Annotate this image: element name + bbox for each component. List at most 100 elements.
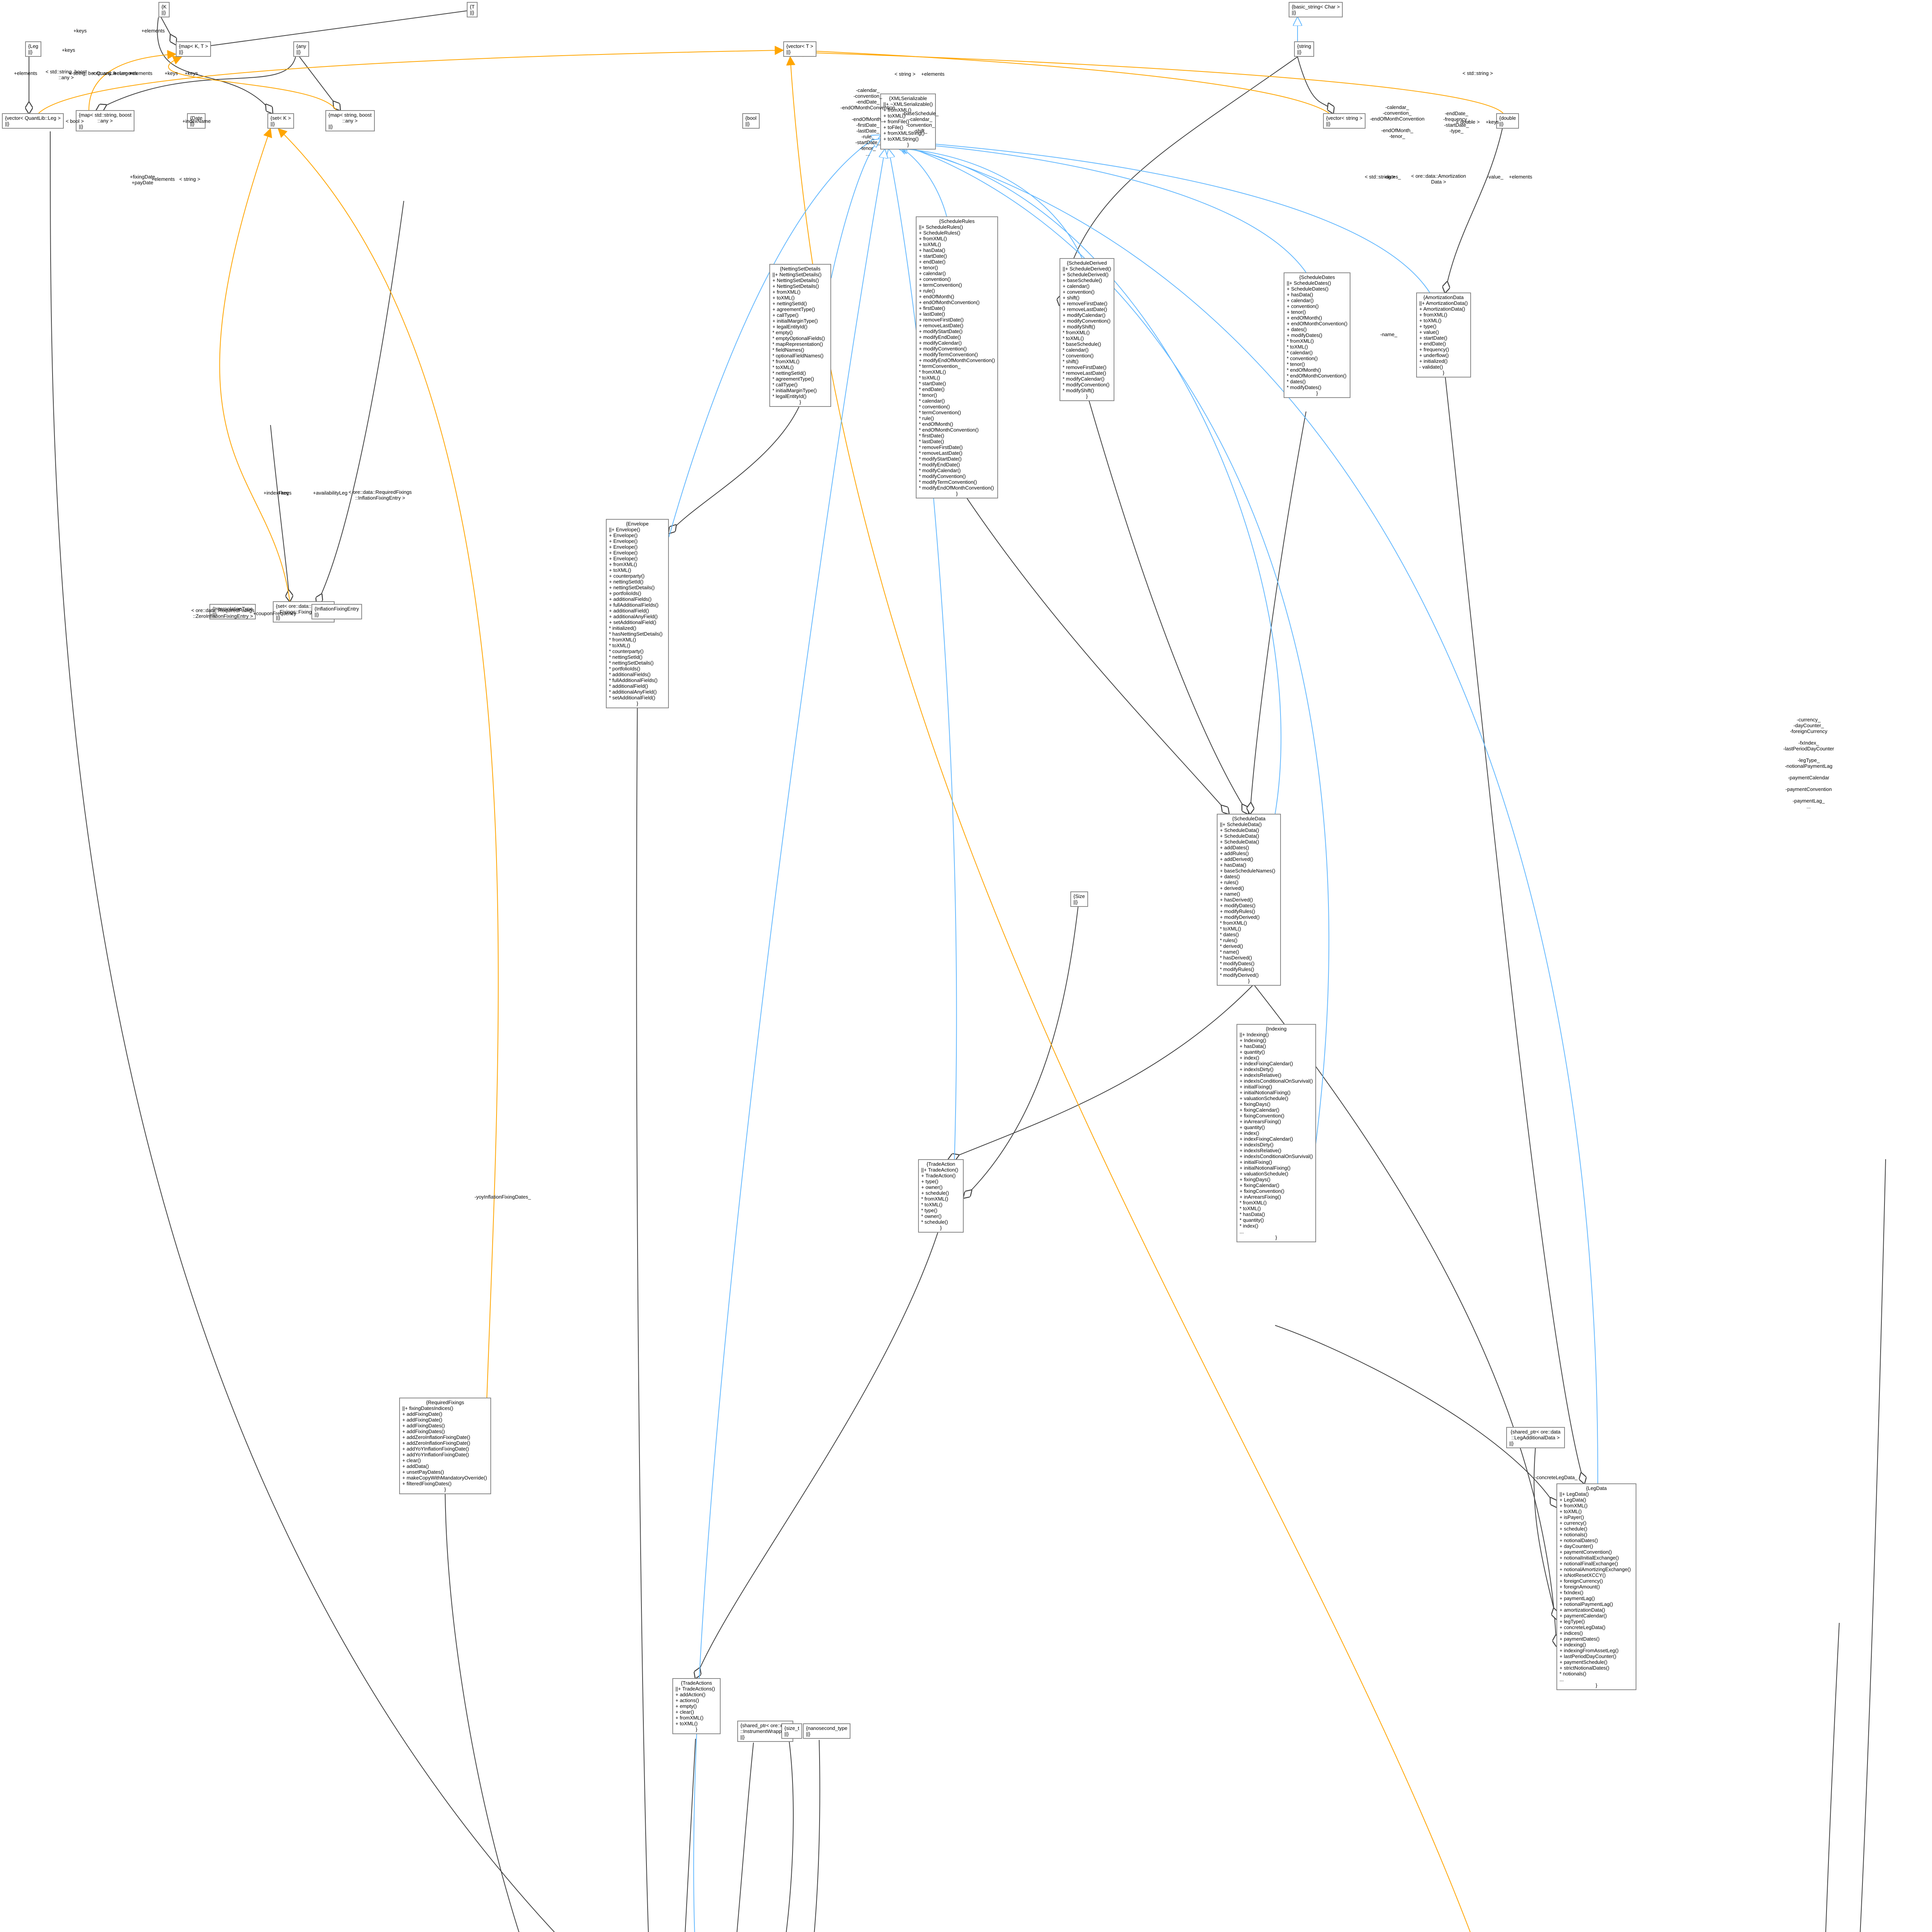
class-member: + notionalInitialExchange() [1560, 1555, 1619, 1561]
edge-label: -currency_ -dayCounter_ -foreignCurrency… [1783, 717, 1834, 810]
class-member: ||} [162, 10, 166, 15]
class-node-envelope[interactable]: {Envelope||+ Envelope()+ Envelope()+ Env… [606, 519, 669, 708]
class-member: + paymentDates() [1560, 1636, 1600, 1642]
class-member: + initialized() [1419, 358, 1448, 364]
class-member: + additionalFields() [609, 596, 652, 602]
edge-label: < QuantLib::Leg > [92, 70, 133, 76]
class-node-map-string-any[interactable]: {map< string, boost ::any >||} [325, 110, 375, 131]
class-member: + concreteLegData() [1560, 1624, 1605, 1630]
class-member: ||+ LegData() [1560, 1491, 1589, 1497]
class-member: + toFile() [883, 124, 903, 130]
class-node-interpolationtype[interactable]: {InterpolationType||} [209, 604, 256, 619]
class-node-tradeactions[interactable]: {TradeActions||+ TradeActions()+ addActi… [672, 1678, 721, 1734]
class-node-schedulerules[interactable]: {ScheduleRules||+ ScheduleRules()+ Sched… [916, 216, 998, 498]
class-node-bool[interactable]: {bool||} [742, 113, 760, 129]
class-member: + endOfMonth() [1287, 315, 1322, 321]
class-member: + modifyCalendar() [919, 340, 962, 346]
class-member: + Indexing() [1240, 1037, 1267, 1043]
class-member: * portfolioIds() [609, 666, 640, 672]
class-node-size-t[interactable]: {size_t||} [781, 1723, 803, 1739]
class-member: + ScheduleData() [1220, 827, 1259, 833]
class-member: + fromXML() [772, 289, 801, 295]
class-member: + toXML() [772, 295, 795, 301]
class-member: + NettingSetDetails() [772, 283, 819, 289]
class-node-nettingsetdetails[interactable]: {NettingSetDetails||+ NettingSetDetails(… [769, 264, 831, 407]
class-node-double[interactable]: {double||} [1496, 113, 1519, 129]
class-member: + notionalAmortizingExchange() [1560, 1566, 1631, 1572]
class-title: {nanosecond_type [806, 1725, 847, 1731]
class-node-vector-t[interactable]: {vector< T >||} [783, 41, 816, 57]
class-close-brace: } [956, 491, 958, 497]
class-member: ||} [28, 49, 33, 55]
class-title: {LegData [1586, 1485, 1607, 1491]
class-member: ||} [740, 1734, 745, 1740]
class-member: + additionalAnyField() [609, 614, 658, 619]
class-member: * fromXML() [1063, 330, 1090, 335]
class-member: ... [1560, 1677, 1564, 1682]
class-member: + strictNotionalDates() [1560, 1665, 1609, 1671]
class-member: + fromXML() [609, 561, 637, 567]
class-node-set-k[interactable]: {set< K >||} [267, 113, 294, 129]
class-node-any[interactable]: {any||} [293, 41, 310, 57]
class-member: * modifyDates() [1287, 384, 1321, 390]
class-member: * shift() [1063, 359, 1079, 364]
class-member: + makeCopyWithMandatoryOverride() [402, 1475, 487, 1481]
class-member: + baseScheduleNames() [1220, 868, 1276, 874]
class-member: + removeLastDate() [919, 323, 964, 328]
class-node-size[interactable]: {Size||} [1070, 891, 1088, 907]
class-member: * toXML() [1220, 926, 1241, 932]
class-member: + addFixingDate() [402, 1417, 442, 1423]
class-node-xmlserializable[interactable]: {XMLSerializable||+ ~XMLSerializable()+ … [880, 94, 936, 150]
class-member: + convention() [1063, 289, 1095, 295]
class-node-map-k-t[interactable]: {map< K, T >||} [176, 41, 211, 57]
class-node-date[interactable]: {Date||} [187, 113, 206, 129]
class-node-requiredfixings[interactable]: {RequiredFixings||+ fixingDatesIndices()… [399, 1398, 491, 1494]
class-title: {XMLSerializable [889, 95, 927, 101]
class-member: * modifyDerived() [1220, 972, 1259, 978]
class-node-nanosecond-type[interactable]: {nanosecond_type||} [803, 1723, 850, 1739]
edge-label: -concreteLegData_ [1535, 1475, 1578, 1480]
class-member: + fromXML() [1419, 312, 1447, 318]
class-member: + modifyStartDate() [919, 328, 963, 334]
class-member: + indexIsConditionalOnSurvival() [1240, 1153, 1313, 1159]
class-node-indexing[interactable]: {Indexing||+ Indexing()+ Indexing()+ has… [1236, 1024, 1316, 1242]
class-node-vector-leg[interactable]: {vector< QuantLib::Leg >||} [2, 113, 64, 129]
class-node-schedulederived[interactable]: {ScheduleDerived||+ ScheduleDerived()+ S… [1060, 258, 1114, 401]
class-member: + endOfMonth() [919, 294, 954, 299]
class-node-leg[interactable]: {Leg||} [25, 41, 42, 57]
class-node-amortizationdata[interactable]: {AmortizationData||+ AmortizationData()+… [1416, 293, 1471, 378]
class-member: + initialMarginType() [772, 318, 818, 324]
class-node-basic-string[interactable]: {basic_string< Char >||} [1289, 2, 1343, 17]
class-member: + modifyRules() [1220, 908, 1255, 914]
edge-label: +keys [62, 47, 75, 53]
edge-label: +couponFrequency [253, 611, 296, 616]
class-member: * tenor() [1287, 361, 1305, 367]
class-member: * derived() [1220, 943, 1243, 949]
class-member: + calendar() [919, 270, 946, 276]
class-node-k[interactable]: {K||} [158, 2, 170, 17]
class-member: + Envelope() [609, 532, 638, 538]
class-node-map-stdstring-any[interactable]: {map< std::string, boost ::any >||} [76, 110, 135, 131]
class-node-legdata[interactable]: {LegData||+ LegData()+ LegData()+ fromXM… [1556, 1483, 1636, 1690]
class-title: {basic_string< Char > [1292, 4, 1340, 10]
class-member: + fromXMLString() [883, 130, 925, 136]
class-node-scheduledates[interactable]: {ScheduleDates||+ ScheduleDates()+ Sched… [1284, 272, 1351, 398]
class-member: + fullAdditionalFields() [609, 602, 659, 608]
class-member: + addZeroInflationFixingDate() [402, 1434, 470, 1440]
class-member: ||+ Envelope() [609, 527, 640, 532]
class-node-legadditionaldataptr[interactable]: {shared_ptr< ore::data ::LegAdditionalDa… [1506, 1427, 1565, 1448]
class-member: * legalEntityId() [772, 393, 807, 399]
class-title: {ScheduleDerived [1067, 260, 1107, 266]
class-node-string[interactable]: {string||} [1294, 41, 1315, 57]
class-node-scheduledata[interactable]: {ScheduleData||+ ScheduleData()+ Schedul… [1217, 814, 1281, 986]
class-member: + nettingSetId() [772, 301, 807, 306]
class-title: {bool [745, 115, 757, 121]
class-node-vector-string[interactable]: {vector< string >||} [1323, 113, 1366, 129]
class-node-t[interactable]: {T||} [467, 2, 478, 17]
class-member: + notionals() [1560, 1532, 1587, 1537]
class-member: * counterparty() [609, 648, 644, 654]
class-member: * fromXML() [921, 1196, 949, 1202]
class-member: + notionalFinalExchange() [1560, 1561, 1618, 1566]
class-node-tradeaction[interactable]: {TradeAction||+ TradeAction()+ TradeActi… [918, 1159, 964, 1233]
class-node-inflationfixingentry[interactable]: {InflationFixingEntry||} [311, 604, 362, 619]
